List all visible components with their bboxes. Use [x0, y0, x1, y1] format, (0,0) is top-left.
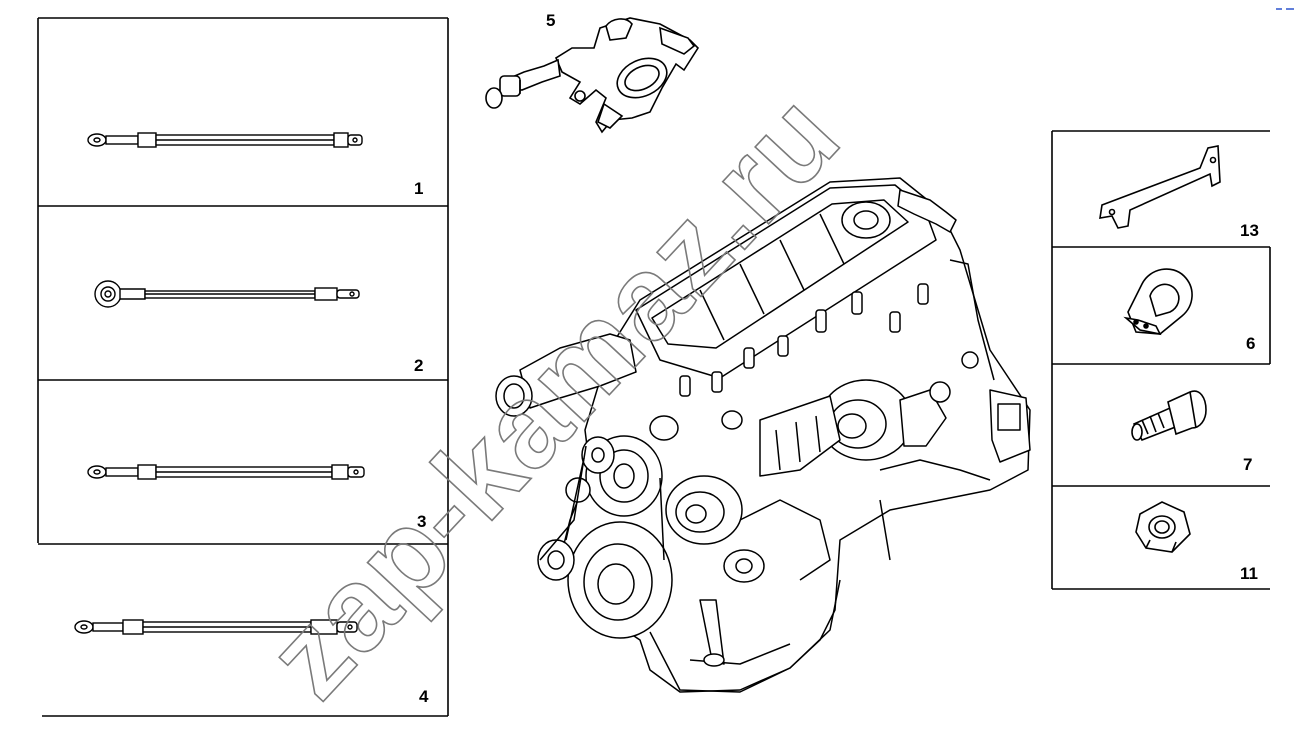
left-panel-grid	[37, 17, 449, 717]
cable-part-2	[94, 280, 360, 308]
part-label-4: 4	[419, 687, 429, 706]
clip-part-6	[1123, 268, 1193, 336]
cable-part-1	[87, 132, 363, 148]
bracket-part-13	[1099, 145, 1221, 229]
part-label-11: 11	[1240, 564, 1258, 583]
part-label-2: 2	[414, 356, 424, 375]
engine-illustration	[495, 177, 1031, 693]
part-label-7: 7	[1243, 455, 1253, 474]
nut-part-11	[1135, 501, 1191, 553]
cable-part-4	[74, 619, 358, 635]
right-panel-grid	[1051, 130, 1271, 590]
bolt-part-7	[1131, 390, 1207, 442]
part-label-5: 5	[546, 11, 556, 30]
part-label-6: 6	[1246, 334, 1256, 353]
connector-part-5	[485, 17, 700, 134]
cable-part-3	[87, 464, 365, 480]
part-label-3: 3	[417, 512, 427, 531]
part-label-13: 13	[1240, 221, 1259, 240]
part-label-1: 1	[414, 179, 424, 198]
